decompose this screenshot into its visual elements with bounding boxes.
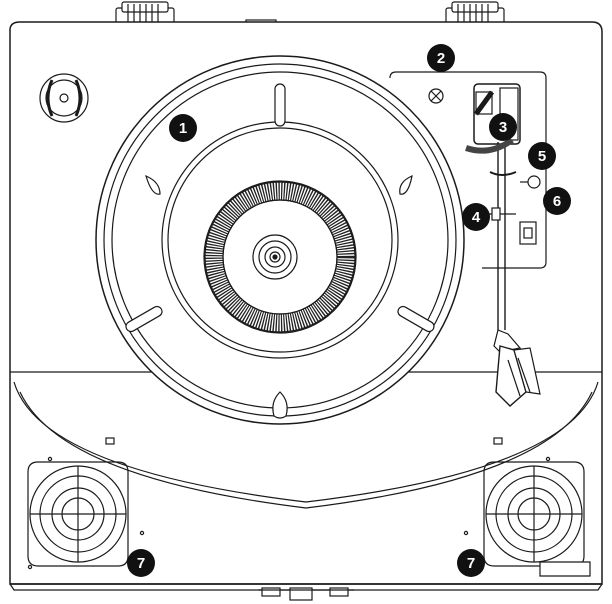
spindle <box>253 235 297 279</box>
svg-text:5: 5 <box>538 148 546 165</box>
svg-text:3: 3 <box>499 119 507 136</box>
svg-text:4: 4 <box>472 209 481 226</box>
callout-2: 2 <box>427 44 455 72</box>
callout-1: 1 <box>169 114 197 142</box>
adapter-45rpm <box>40 74 88 122</box>
callout-7-right: 7 <box>457 549 485 577</box>
callout-3: 3 <box>489 113 517 141</box>
callout-6: 6 <box>543 187 571 215</box>
svg-text:7: 7 <box>467 555 475 572</box>
svg-text:7: 7 <box>137 555 145 572</box>
svg-text:2: 2 <box>437 50 445 67</box>
svg-text:1: 1 <box>179 120 187 137</box>
callout-4: 4 <box>462 203 490 231</box>
svg-text:6: 6 <box>553 193 561 210</box>
callout-7-left: 7 <box>127 549 155 577</box>
callout-5: 5 <box>528 142 556 170</box>
